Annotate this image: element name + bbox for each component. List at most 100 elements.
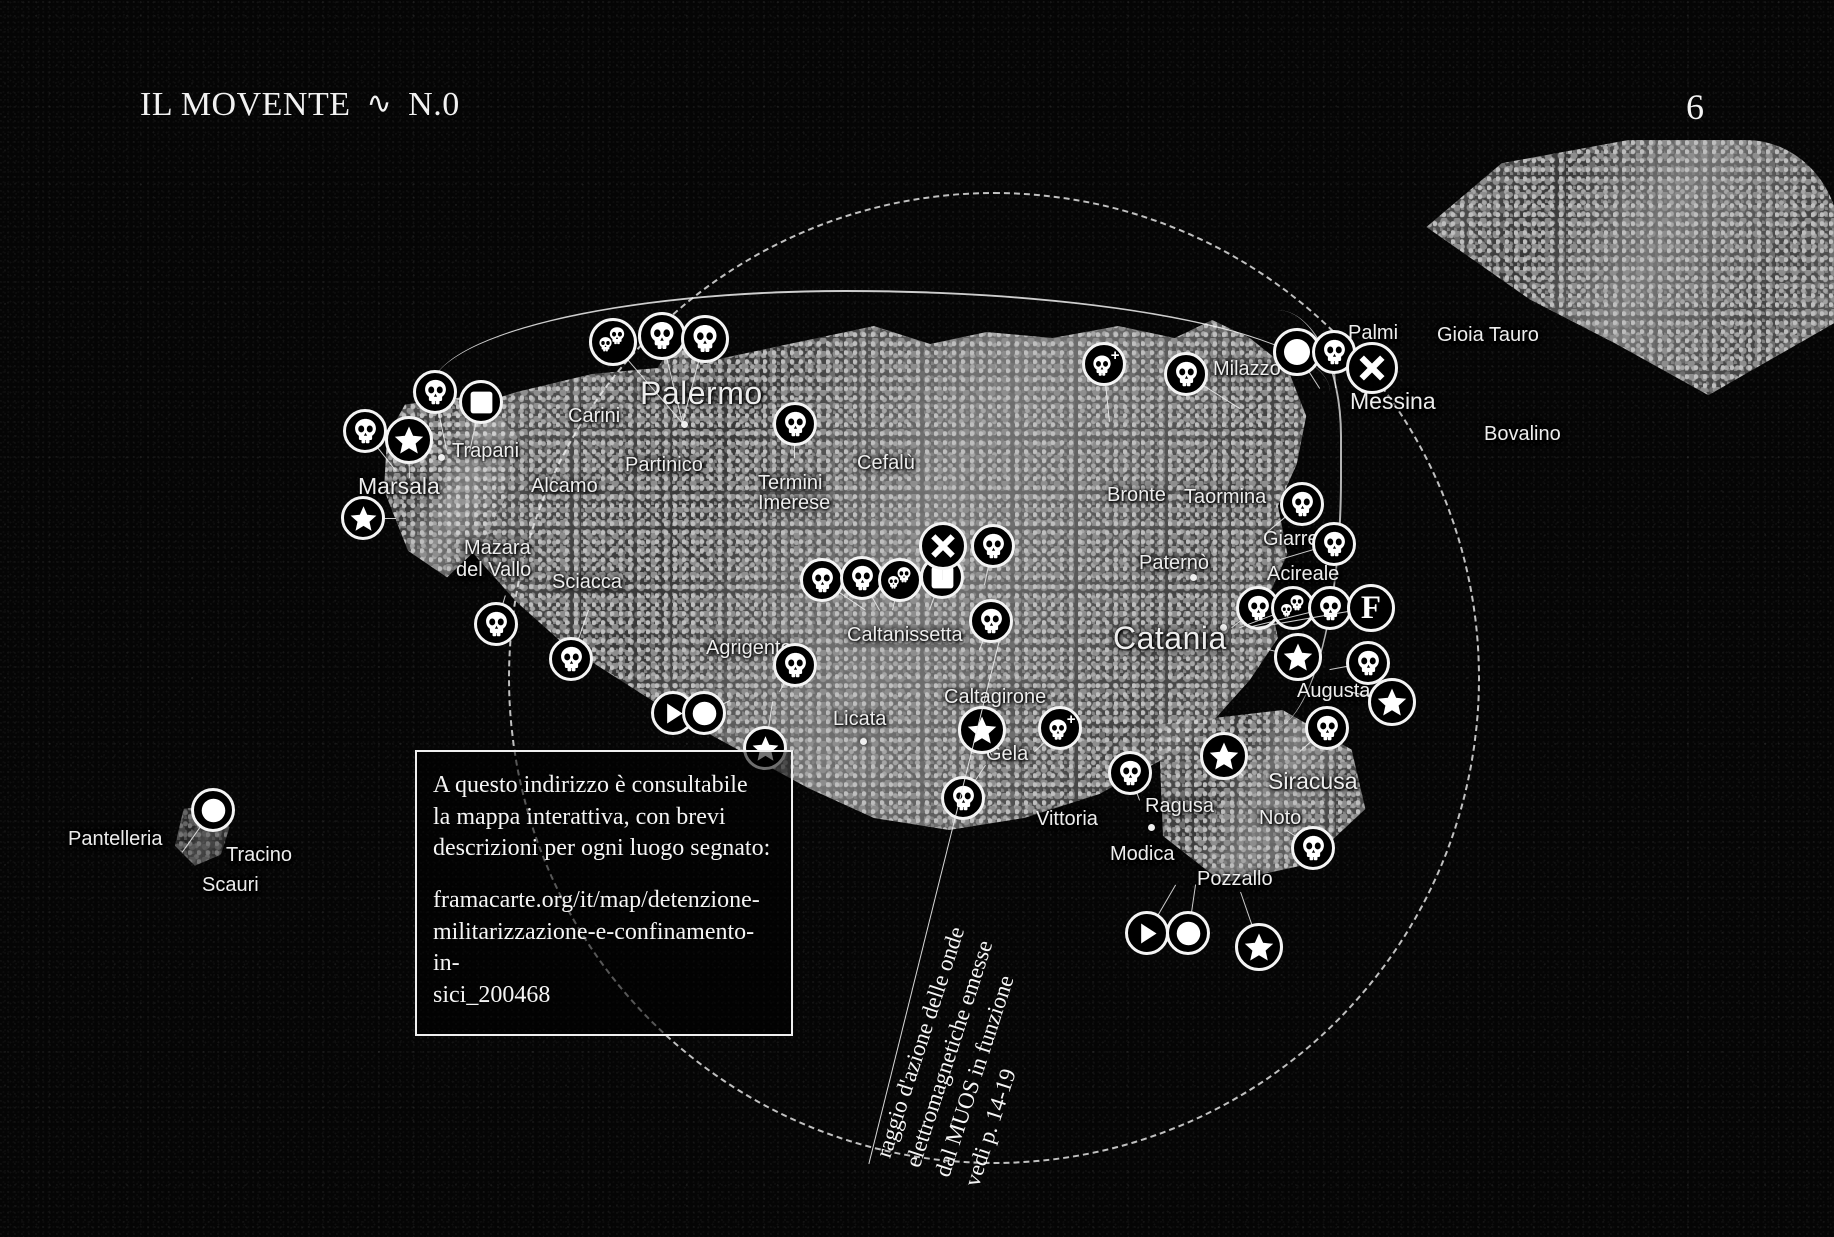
star-icon [349, 504, 378, 533]
skull-icon [421, 378, 450, 407]
info-line-3: descrizioni per ogni luogo segnato: [433, 835, 771, 862]
skull-icon [808, 566, 837, 595]
info-url-line-2[interactable]: militarizzazione-e-confinamento-in- [433, 918, 755, 977]
marker-skull-ragusa[interactable] [1108, 751, 1152, 795]
marker-skull-cln-a[interactable] [800, 558, 844, 602]
marker-skull-agrigento[interactable] [773, 643, 817, 687]
skull-icon [1299, 834, 1328, 863]
marker-skull-sciacca[interactable] [549, 637, 593, 681]
marker-skull-trapani-n[interactable] [413, 370, 457, 414]
city-dot-catania [1220, 624, 1227, 631]
city-dot-palermo [681, 421, 688, 428]
marker-play-modica[interactable] [1125, 911, 1169, 955]
play-icon [659, 699, 688, 728]
double-skull-icon [886, 566, 915, 595]
info-line-1: A questo indirizzo è consultabile [433, 772, 748, 798]
map-label-bovalino: Bovalino [1484, 423, 1561, 445]
marker-skull-milazzo[interactable] [1164, 352, 1208, 396]
map-label-gioia-tauro: Gioia Tauro [1437, 324, 1539, 346]
marker-square-trapani[interactable] [459, 380, 503, 424]
map-label-scauri: Scauri [202, 874, 259, 896]
skull-icon [646, 320, 678, 352]
circle-dot-icon [1281, 336, 1313, 368]
marker-x-enna[interactable] [919, 522, 967, 570]
square-icon [467, 388, 496, 417]
play-icon [1133, 919, 1162, 948]
skull-icon [1116, 759, 1145, 788]
star-icon [393, 424, 425, 456]
marker-skull-termini[interactable] [773, 402, 817, 446]
marker-skull-gela-w[interactable] [941, 776, 985, 820]
x-mark-icon [927, 530, 959, 562]
skull-icon [977, 607, 1006, 636]
city-dot-licata [860, 738, 867, 745]
star-icon [1376, 686, 1408, 718]
interactive-map-info-box[interactable]: A questo indirizzo è consultabile la map… [415, 750, 793, 1036]
marker-circle-pantelleria[interactable] [191, 788, 235, 832]
marker-skull-messina[interactable] [1312, 330, 1356, 374]
info-url-line-3[interactable]: sici_200468 [433, 982, 551, 1009]
marker-star-pozzallo[interactable] [1235, 923, 1283, 971]
star-icon [966, 714, 998, 746]
marker-skull-noto[interactable] [1291, 826, 1335, 870]
publication-name: IL MOVENTE [140, 86, 351, 123]
skull-icon [1172, 360, 1201, 389]
info-box-spacer [433, 865, 771, 885]
marker-skull-plus-gela[interactable]: + [1038, 706, 1082, 750]
marker-skull-cat-2[interactable] [1308, 586, 1352, 630]
x-mark-icon [1355, 351, 1389, 385]
skull-icon [689, 323, 721, 355]
issue-number: N.0 [408, 86, 460, 123]
page-number: 6 [1686, 87, 1704, 127]
skull-icon [781, 651, 810, 680]
marker-skull-plus-milazzo[interactable]: + [1082, 342, 1126, 386]
marker-star-gela[interactable] [958, 706, 1006, 754]
skull-icon [482, 610, 511, 639]
marker-skull-cln-s[interactable] [969, 599, 1013, 643]
map-label-pantelleria: Pantelleria [68, 828, 163, 850]
marker-star-siracusa-w[interactable] [1200, 732, 1248, 780]
skull-icon [1316, 594, 1345, 623]
marker-skull-augusta[interactable] [1346, 641, 1390, 685]
skull-icon [1354, 649, 1383, 678]
circle-dot-icon [1174, 919, 1203, 948]
letter-f-icon: F [1360, 589, 1382, 626]
marker-star-marsala-s[interactable] [341, 496, 385, 540]
marker-skull-enna-e[interactable] [971, 524, 1015, 568]
marker-skull-palermo-c[interactable] [638, 312, 686, 360]
info-line-2: la mappa interattiva, con brevi [433, 803, 726, 830]
marker-skull-palermo-e[interactable] [681, 315, 729, 363]
skull-icon [557, 645, 586, 674]
marker-star-augusta[interactable] [1368, 678, 1416, 726]
marker-letter-f[interactable]: F [1347, 584, 1395, 632]
skull-icon [1288, 490, 1317, 519]
marker-skull-mazara[interactable] [474, 602, 518, 646]
marker-skull-palermo-w[interactable] [589, 318, 637, 366]
marker-skull-marsala-n[interactable] [343, 409, 387, 453]
muos-range-circle [508, 192, 1480, 1164]
marker-skull-acireale[interactable] [1312, 522, 1356, 566]
marker-x-messina[interactable] [1346, 342, 1398, 394]
wave-separator-icon: ∿ [366, 87, 393, 120]
star-icon [1208, 740, 1240, 772]
skull-icon [1244, 594, 1273, 623]
star-icon [1282, 641, 1314, 673]
marker-double-skull-cln[interactable] [878, 558, 922, 602]
star-icon [1243, 931, 1275, 963]
marker-circle-modica[interactable] [1166, 911, 1210, 955]
info-url-line-1[interactable]: framacarte.org/it/map/detenzione- [433, 887, 760, 914]
marker-skull-giarre[interactable] [1280, 482, 1324, 526]
skull-icon [1320, 530, 1349, 559]
skull-plus-icon: + [1046, 712, 1076, 743]
square-icon [928, 563, 957, 592]
double-skull-icon [597, 326, 629, 358]
city-dot-ragusa [1148, 824, 1155, 831]
city-dot-paterno [1190, 574, 1197, 581]
marker-star-marsala[interactable] [385, 416, 433, 464]
skull-icon [949, 784, 978, 813]
marker-skull-siracusa-n[interactable] [1305, 706, 1349, 750]
marker-star-catania-e[interactable] [1274, 633, 1322, 681]
marker-circle-agrigento[interactable] [682, 691, 726, 735]
marker-skull-cln-b[interactable] [840, 556, 884, 600]
